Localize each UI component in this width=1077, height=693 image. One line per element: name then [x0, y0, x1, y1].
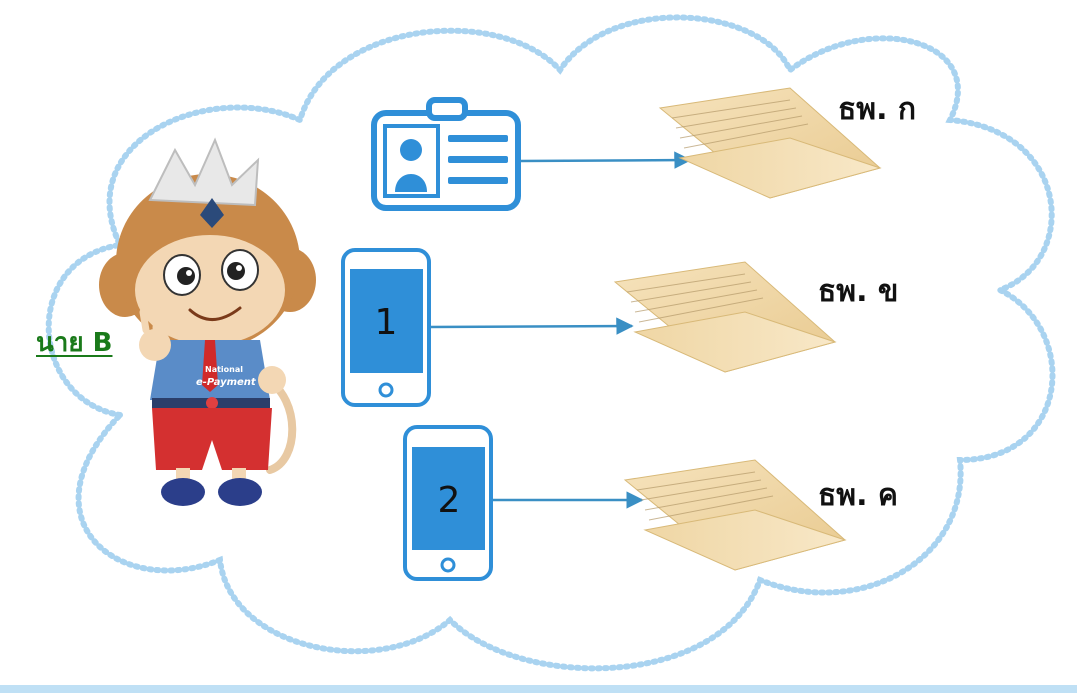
bank-passbook-3-icon	[623, 459, 847, 571]
bottom-bar	[0, 685, 1077, 693]
person-label: นาย B	[36, 328, 113, 358]
bank-passbook-2-icon	[613, 261, 837, 373]
arrow-idcard-to-bank-1	[519, 151, 692, 169]
connection-arrows	[427, 151, 692, 509]
bank-label-3: ธพ. ค	[818, 478, 898, 513]
cloud-outline	[45, 14, 1056, 672]
bank-passbook-1-icon	[658, 87, 882, 199]
phone-1-number: 1	[375, 302, 398, 343]
bank-label-1: ธพ. ก	[838, 92, 917, 127]
monkey-mascot-icon: National e-Payment	[99, 137, 316, 506]
mobile-phone-2-icon: 2	[403, 425, 493, 581]
shirt-text-national: National	[205, 365, 243, 374]
arrow-phone1-to-bank-2	[427, 317, 634, 335]
mobile-phone-1-icon: 1	[341, 248, 431, 407]
phone-2-number: 2	[438, 480, 461, 521]
shirt-text-epayment: e-Payment	[196, 377, 257, 388]
id-card-icon	[371, 97, 521, 211]
bank-label-2: ธพ. ข	[818, 274, 899, 309]
